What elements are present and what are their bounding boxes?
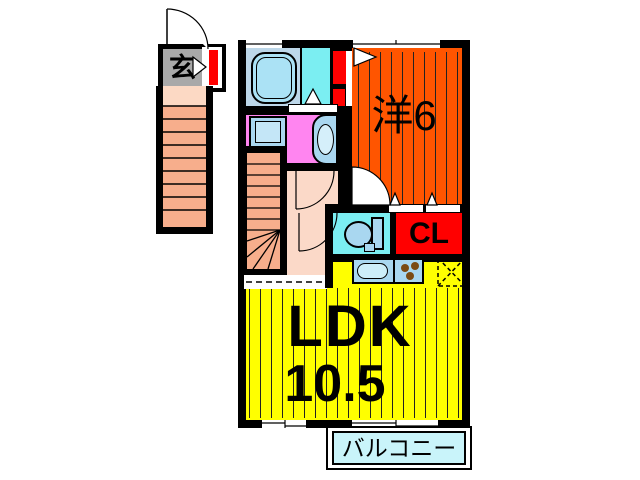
toilet-paper-box [364, 243, 375, 252]
washbasin-bowl [317, 124, 334, 155]
burner-3 [406, 272, 414, 280]
sliding-window-icon-top-right [353, 40, 440, 48]
ldk-label: LDK [250, 292, 450, 362]
kitchen-sink-icon [357, 263, 388, 279]
burner-1 [401, 264, 409, 272]
bathroom-divider [300, 48, 302, 108]
western-room-text: 洋6 [371, 92, 437, 139]
sliding-window-icon-bottom-left [262, 420, 306, 428]
kitchen-counter-divider [393, 258, 395, 284]
closet-label: CL [409, 216, 449, 250]
balcony-label: バルコニー [341, 434, 457, 461]
entrance-door-arc-icon [166, 8, 209, 50]
ldk-area-text: 10.5 [284, 355, 386, 413]
wall-hall-western [338, 112, 352, 213]
western-room-label: 洋6 [352, 88, 456, 144]
entrance-label: 玄 [169, 52, 196, 83]
wall-toilet-left [325, 204, 333, 288]
sliding-window-icon-top-left [246, 40, 282, 48]
storage-red-lower [333, 89, 345, 106]
ldk-text: LDK [287, 294, 413, 359]
stove-burners-icon [399, 261, 421, 281]
toilet-tank [371, 217, 384, 250]
kitchen-floor-patch [333, 262, 352, 284]
burner-2 [411, 262, 419, 270]
closet-door-icon-2 [426, 205, 460, 212]
wall-washroom-bottom [283, 163, 352, 171]
western-room-door-strip [346, 51, 352, 106]
sliding-window-icon-bottom-right [352, 420, 438, 428]
ldk-floor-hatch [249, 288, 459, 418]
closet: CL [396, 213, 462, 254]
balcony: バルコニー [332, 431, 466, 465]
washing-machine-inner [255, 121, 281, 143]
closet-door-icon [389, 205, 423, 212]
entrance-floor: 玄 [163, 49, 202, 87]
storage-red-upper [333, 51, 346, 84]
bathroom-floor [302, 48, 330, 108]
entrance-door-red [209, 50, 218, 85]
ldk-area-label: 10.5 [250, 355, 420, 413]
outdoor-stairs-first-tread [163, 86, 206, 106]
bathtub-inner-line [256, 57, 292, 99]
wall-toilet-closet [390, 213, 396, 254]
bathroom-door-bar [288, 104, 338, 113]
ldk-threshold [244, 275, 327, 289]
outdoor-stairs-icon [163, 86, 206, 227]
stairs-icon [247, 153, 280, 269]
